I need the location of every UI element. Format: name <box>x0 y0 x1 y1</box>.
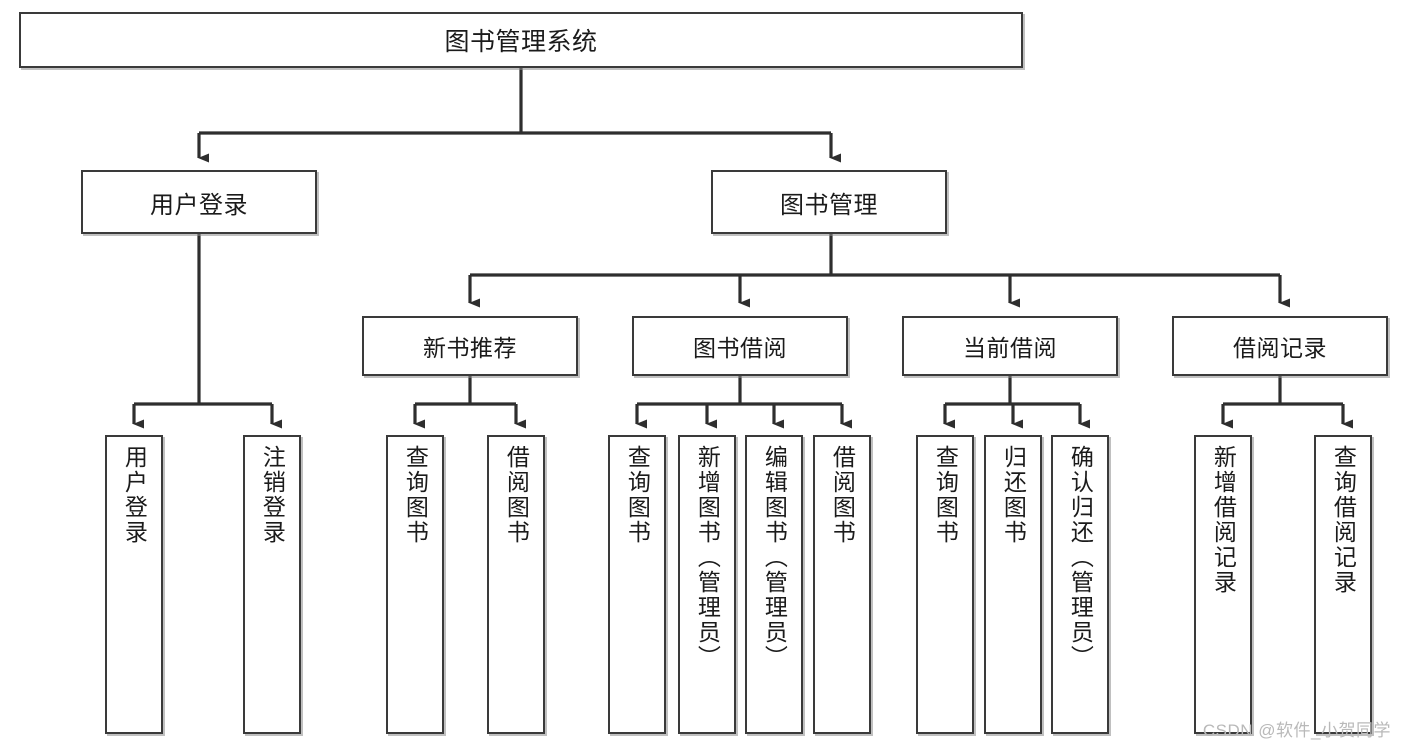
node-leaf-user-login[interactable]: 用户登录 <box>105 435 163 734</box>
node-leaf-user-logout[interactable]: 注销登录 <box>243 435 301 734</box>
node-leaf-return-book-label: 归还图书 <box>1000 445 1027 545</box>
node-leaf-return-book[interactable]: 归还图书 <box>984 435 1042 734</box>
node-current-borrow-label: 当前借阅 <box>963 335 1057 361</box>
node-book-borrow-label: 图书借阅 <box>693 335 787 361</box>
node-borrow-record[interactable]: 借阅记录 <box>1172 316 1388 376</box>
node-root[interactable]: 图书管理系统 <box>19 12 1023 68</box>
node-leaf-confirm-return-admin[interactable]: 确认归还（管理员） <box>1051 435 1109 734</box>
node-leaf-query-book-borrow[interactable]: 查询图书 <box>608 435 666 734</box>
node-leaf-borrow-book-rec[interactable]: 借阅图书 <box>487 435 545 734</box>
node-leaf-confirm-return-admin-label: 确认归还（管理员） <box>1067 445 1094 670</box>
node-leaf-user-login-label: 用户登录 <box>121 445 148 545</box>
node-leaf-borrow-book-rec-label: 借阅图书 <box>503 445 530 545</box>
node-leaf-borrow-book[interactable]: 借阅图书 <box>813 435 871 734</box>
node-leaf-query-book-cur-label: 查询图书 <box>932 445 959 545</box>
node-leaf-add-book-admin[interactable]: 新增图书（管理员） <box>678 435 736 734</box>
node-book-management-label: 图书管理 <box>780 191 878 219</box>
node-user-login[interactable]: 用户登录 <box>81 170 317 234</box>
node-book-borrow[interactable]: 图书借阅 <box>632 316 848 376</box>
node-leaf-edit-book-admin-label: 编辑图书（管理员） <box>761 445 788 670</box>
node-leaf-query-book-rec[interactable]: 查询图书 <box>386 435 444 734</box>
node-leaf-query-book-cur[interactable]: 查询图书 <box>916 435 974 734</box>
node-borrow-record-label: 借阅记录 <box>1233 335 1327 361</box>
node-leaf-add-book-admin-label: 新增图书（管理员） <box>694 445 721 670</box>
node-leaf-query-borrow-record[interactable]: 查询借阅记录 <box>1314 435 1372 734</box>
node-root-label: 图书管理系统 <box>444 28 598 56</box>
node-new-book-recommend[interactable]: 新书推荐 <box>362 316 578 376</box>
node-new-book-recommend-label: 新书推荐 <box>423 335 517 361</box>
node-user-login-label: 用户登录 <box>150 191 248 219</box>
node-leaf-query-borrow-record-label: 查询借阅记录 <box>1330 445 1357 595</box>
csdn-watermark: CSDN @软件_小贺同学 <box>1202 721 1391 740</box>
node-leaf-borrow-book-label: 借阅图书 <box>829 445 856 545</box>
node-current-borrow[interactable]: 当前借阅 <box>902 316 1118 376</box>
node-leaf-query-book-borrow-label: 查询图书 <box>624 445 651 545</box>
node-book-management[interactable]: 图书管理 <box>711 170 947 234</box>
node-leaf-user-logout-label: 注销登录 <box>259 445 286 545</box>
node-leaf-add-borrow-record-label: 新增借阅记录 <box>1210 445 1237 595</box>
node-leaf-add-borrow-record[interactable]: 新增借阅记录 <box>1194 435 1252 734</box>
node-leaf-edit-book-admin[interactable]: 编辑图书（管理员） <box>745 435 803 734</box>
node-leaf-query-book-rec-label: 查询图书 <box>402 445 429 545</box>
